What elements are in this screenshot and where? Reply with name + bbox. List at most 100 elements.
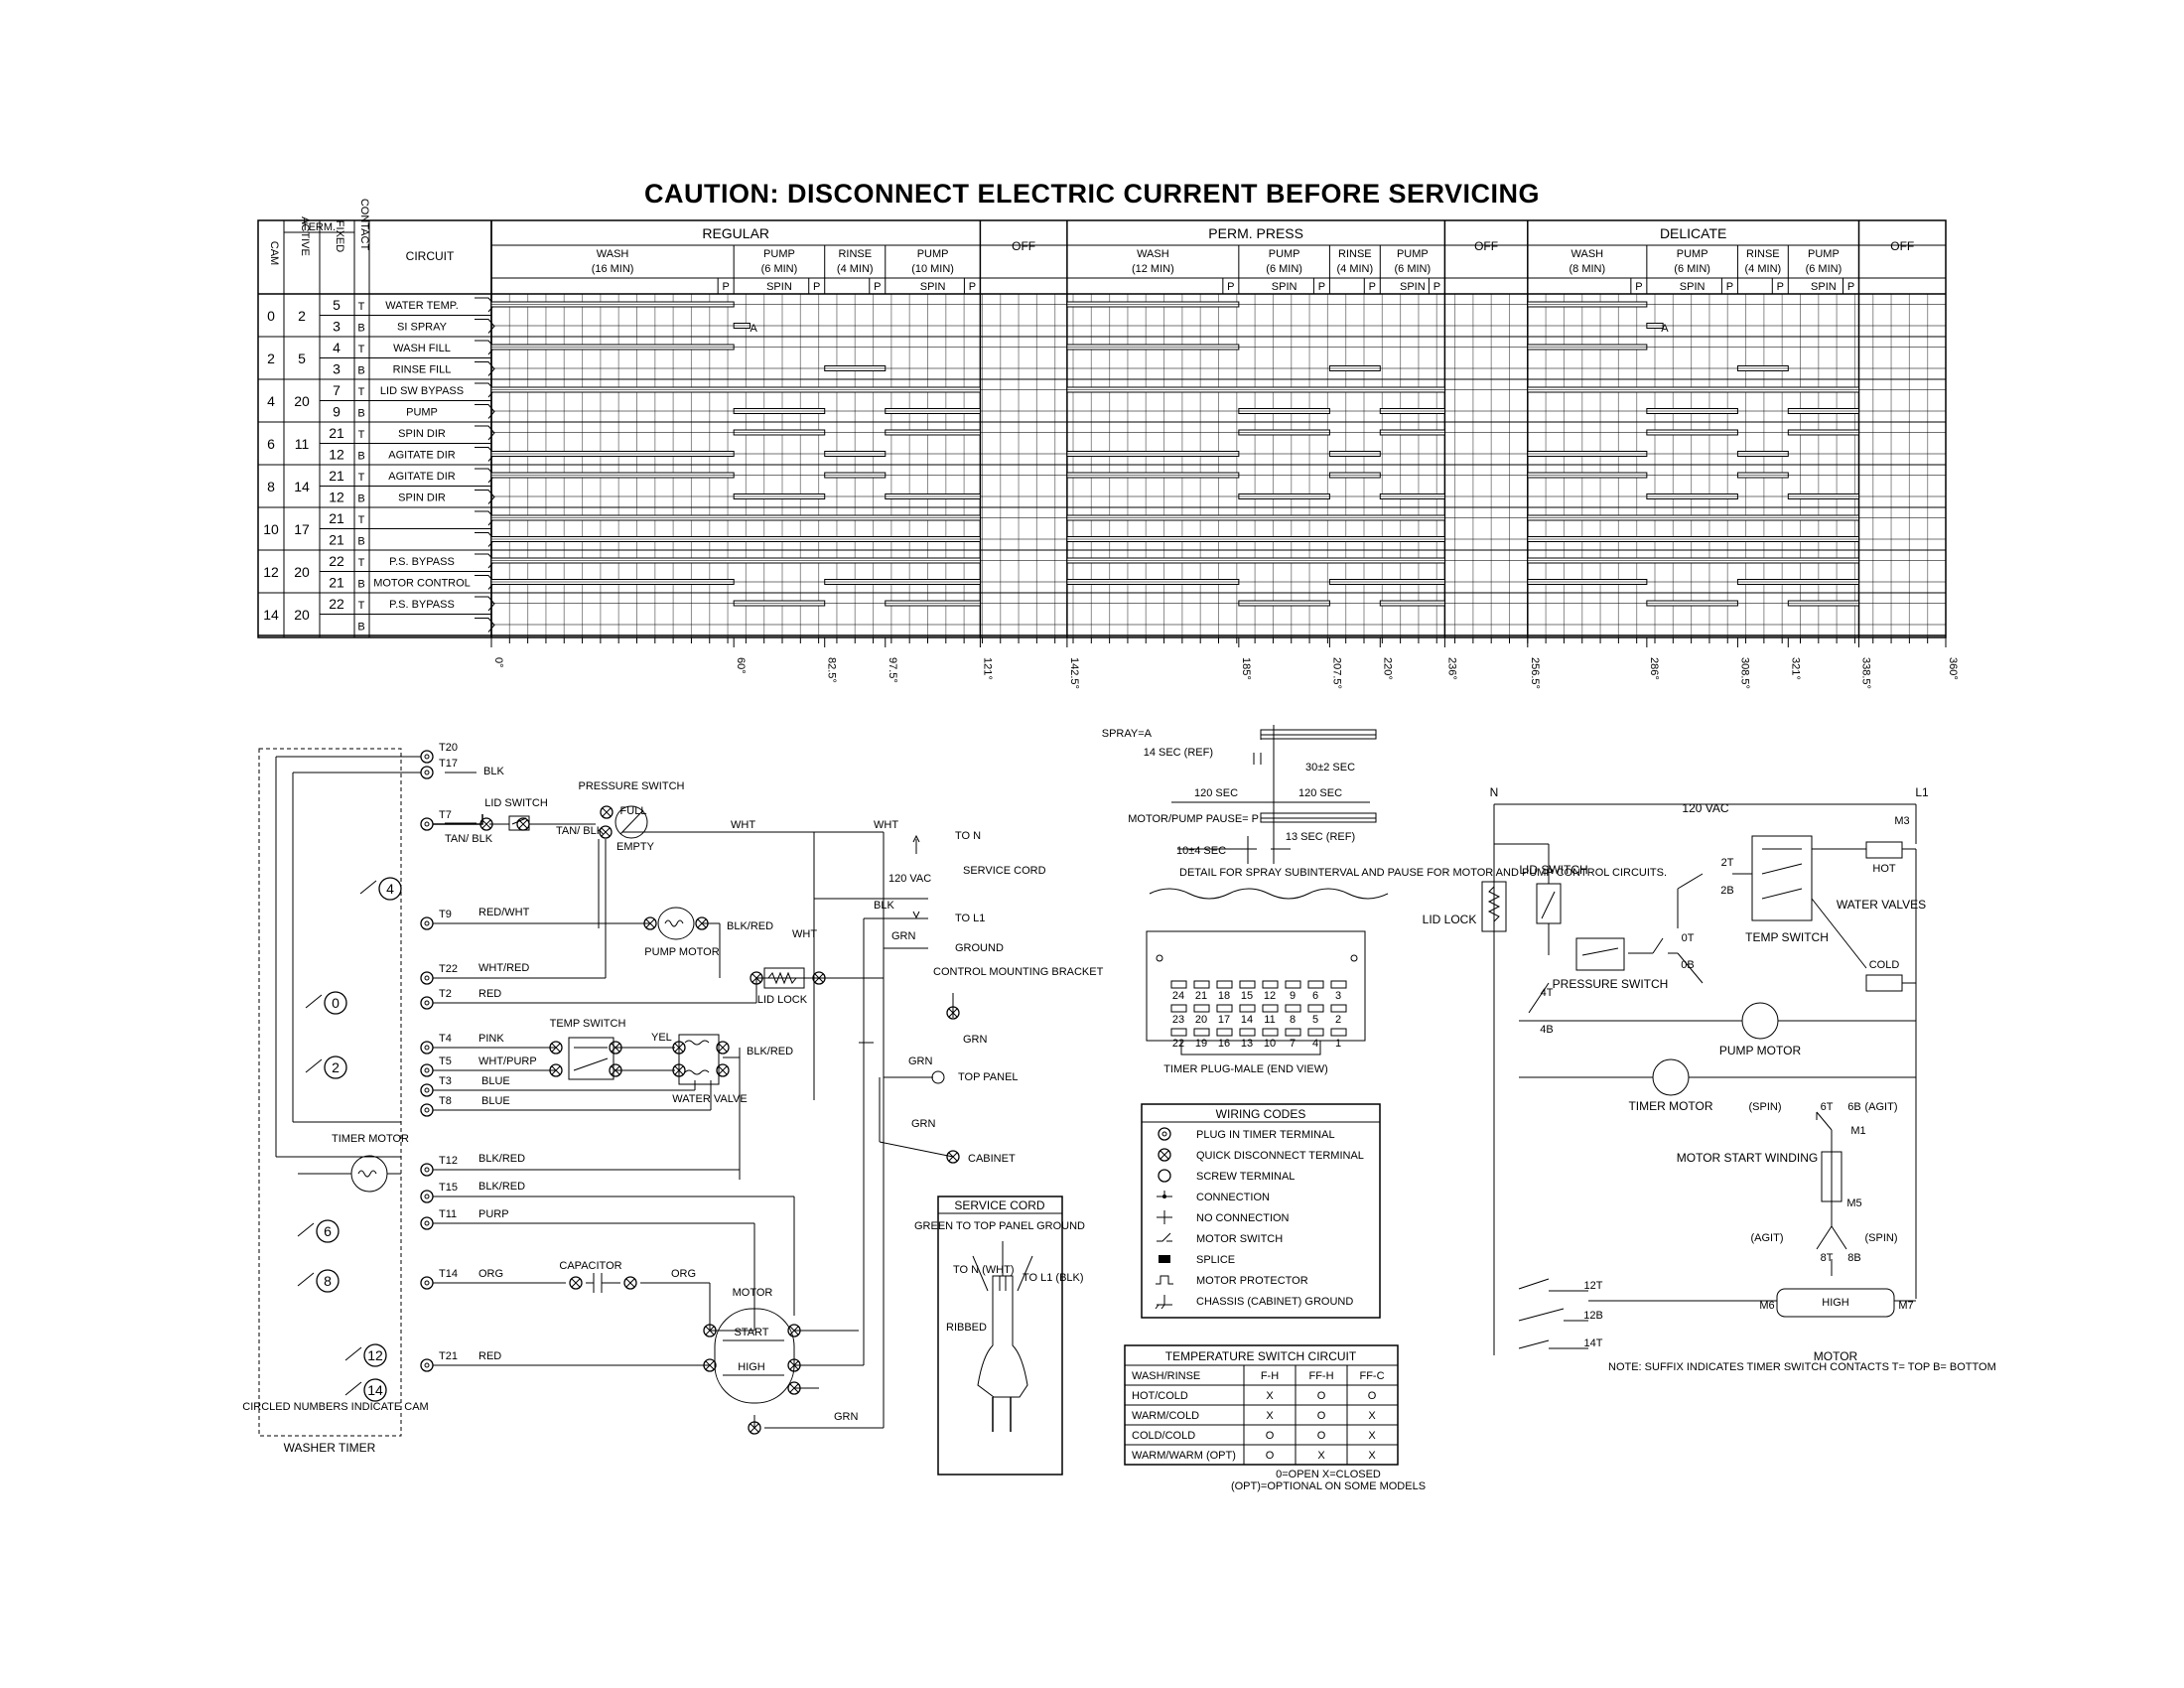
step-name: RINSE [1338, 248, 1372, 260]
terminal-ring [420, 1041, 434, 1055]
washer-timer-schematic [258, 748, 477, 1437]
pause-marker: P [722, 281, 729, 293]
degree-label: 207.5° [1330, 657, 1342, 689]
active-number: 5 [298, 351, 306, 366]
step-time: (8 MIN) [1570, 263, 1606, 275]
degree-label: 321° [1789, 657, 1801, 680]
service-cord-green: GREEN TO TOP PANEL GROUND [914, 1220, 1085, 1232]
cam-label: 14 [367, 1382, 383, 1398]
wire-label: GRN [891, 930, 916, 942]
plug-pin-number: 15 [1241, 990, 1253, 1002]
terminal-dot [424, 770, 430, 775]
screw-terminal-icon [1158, 1169, 1171, 1183]
switch-contact-label: 8T [1821, 1252, 1834, 1264]
temp-table-cell: O [1266, 1430, 1275, 1442]
switch-contact-label: 14T [1584, 1337, 1603, 1349]
plug-pin-number: 1 [1335, 1038, 1341, 1050]
wire-label: WHT [874, 819, 898, 831]
temp-table-cell: X [1266, 1390, 1274, 1402]
cam-switch-blade [305, 1058, 323, 1073]
step-time: (6 MIN) [761, 263, 798, 275]
plug-pin-number: 5 [1312, 1014, 1318, 1026]
sec30-label: 30±2 SEC [1305, 762, 1355, 774]
pump-motor-label: PUMP MOTOR [1719, 1044, 1802, 1057]
terminal-ring [420, 1083, 434, 1097]
timer-terminal: T3 [420, 1075, 452, 1097]
fixed-number: 5 [333, 297, 341, 313]
lid-switch-label: LID SWITCH [484, 797, 548, 809]
temp-table-cell: X [1317, 1450, 1325, 1462]
connection-icon [1157, 1191, 1172, 1198]
wire-label: RED [478, 988, 501, 1000]
contact-tb: B [357, 365, 364, 377]
cam-header-text: CAM [268, 241, 280, 265]
timer-terminal: T12 [420, 1155, 458, 1177]
wire-label: GRN [834, 1411, 859, 1423]
terminal-dot [424, 1000, 430, 1006]
motor-protector-icon [1156, 1275, 1173, 1285]
temp-table-cell: WARM/WARM (OPT) [1132, 1450, 1236, 1462]
active-number: 11 [295, 436, 310, 452]
plug-pin [1262, 1004, 1279, 1013]
spin-label-bot: (SPIN) [1865, 1232, 1898, 1244]
quick-disconnect-icon [569, 1276, 583, 1290]
switch-contact-label: 6T [1821, 1101, 1834, 1113]
circuit-notch [475, 404, 495, 419]
pause-marker: P [1726, 281, 1733, 293]
cam-number: 4 [267, 393, 275, 409]
timer-terminal: T17 [420, 758, 458, 779]
pressure-switch-label: PRESSURE SWITCH [1553, 977, 1669, 991]
cam-number: 10 [263, 521, 279, 537]
step-time: (6 MIN) [1674, 263, 1710, 275]
switch-contact-label: 12B [1583, 1310, 1603, 1322]
lid-lock-label: LID LOCK [1423, 913, 1477, 926]
cam-switch-blade [344, 1381, 362, 1396]
pause-marker: P [1369, 281, 1376, 293]
plug-pin-number: 20 [1195, 1014, 1207, 1026]
fixed-number: 21 [329, 468, 344, 484]
fixed-number: 3 [333, 319, 341, 335]
fixed-header: FIXED [334, 220, 345, 252]
temp-table-header: FF-H [1308, 1370, 1333, 1382]
plug-pin [1216, 1004, 1233, 1013]
circuit-name: WASH FILL [393, 343, 451, 354]
cam-number: 2 [267, 351, 275, 366]
wire-label: BLK/RED [747, 1046, 793, 1057]
plug-pin [1193, 980, 1210, 989]
cam-number: 8 [267, 479, 275, 494]
step-name: PUMP [763, 248, 795, 260]
contact-header-text: CONTACT [358, 199, 370, 251]
contact-header: CONTACT [358, 199, 370, 251]
ladder-high-label: HIGH [1822, 1297, 1849, 1309]
plug-pin [1216, 1028, 1233, 1037]
wire-label: PINK [478, 1033, 504, 1045]
motor-start-label: MOTOR START WINDING [1677, 1151, 1818, 1165]
wiring-code-label: QUICK DISCONNECT TERMINAL [1196, 1150, 1364, 1162]
plug-pin [1285, 1028, 1301, 1037]
wiring-code-label: NO CONNECTION [1196, 1212, 1290, 1224]
high-label: HIGH [738, 1361, 765, 1373]
terminal-label: T7 [439, 809, 452, 821]
terminal-label: T14 [439, 1268, 458, 1280]
plug-pin-number: 19 [1195, 1038, 1207, 1050]
wiring-code-label: SCREW TERMINAL [1196, 1171, 1295, 1183]
cam-circle-icon: 14 [344, 1378, 387, 1402]
plug-pin [1330, 980, 1347, 989]
plug-pin [1170, 1028, 1187, 1037]
temp-table-header: WASH/RINSE [1132, 1370, 1200, 1382]
lid-switch-label: LID SWITCH [1519, 863, 1587, 877]
fixed-number: 21 [329, 425, 344, 441]
active-number: 14 [294, 479, 310, 494]
step-time: (4 MIN) [837, 263, 874, 275]
cam-label: 12 [367, 1347, 383, 1363]
contact-tb: T [358, 429, 365, 441]
control-bracket-label: CONTROL MOUNTING BRACKET [933, 966, 1104, 978]
plug-pin-number: 16 [1218, 1038, 1230, 1050]
temp-table-cell: X [1266, 1410, 1274, 1422]
term-header: TERM. [302, 221, 336, 233]
no-connection-icon [1157, 1210, 1172, 1224]
cam-number: 14 [263, 607, 279, 623]
motor-terminal-label: M5 [1846, 1197, 1861, 1209]
timer-terminal: T21 [420, 1350, 458, 1372]
